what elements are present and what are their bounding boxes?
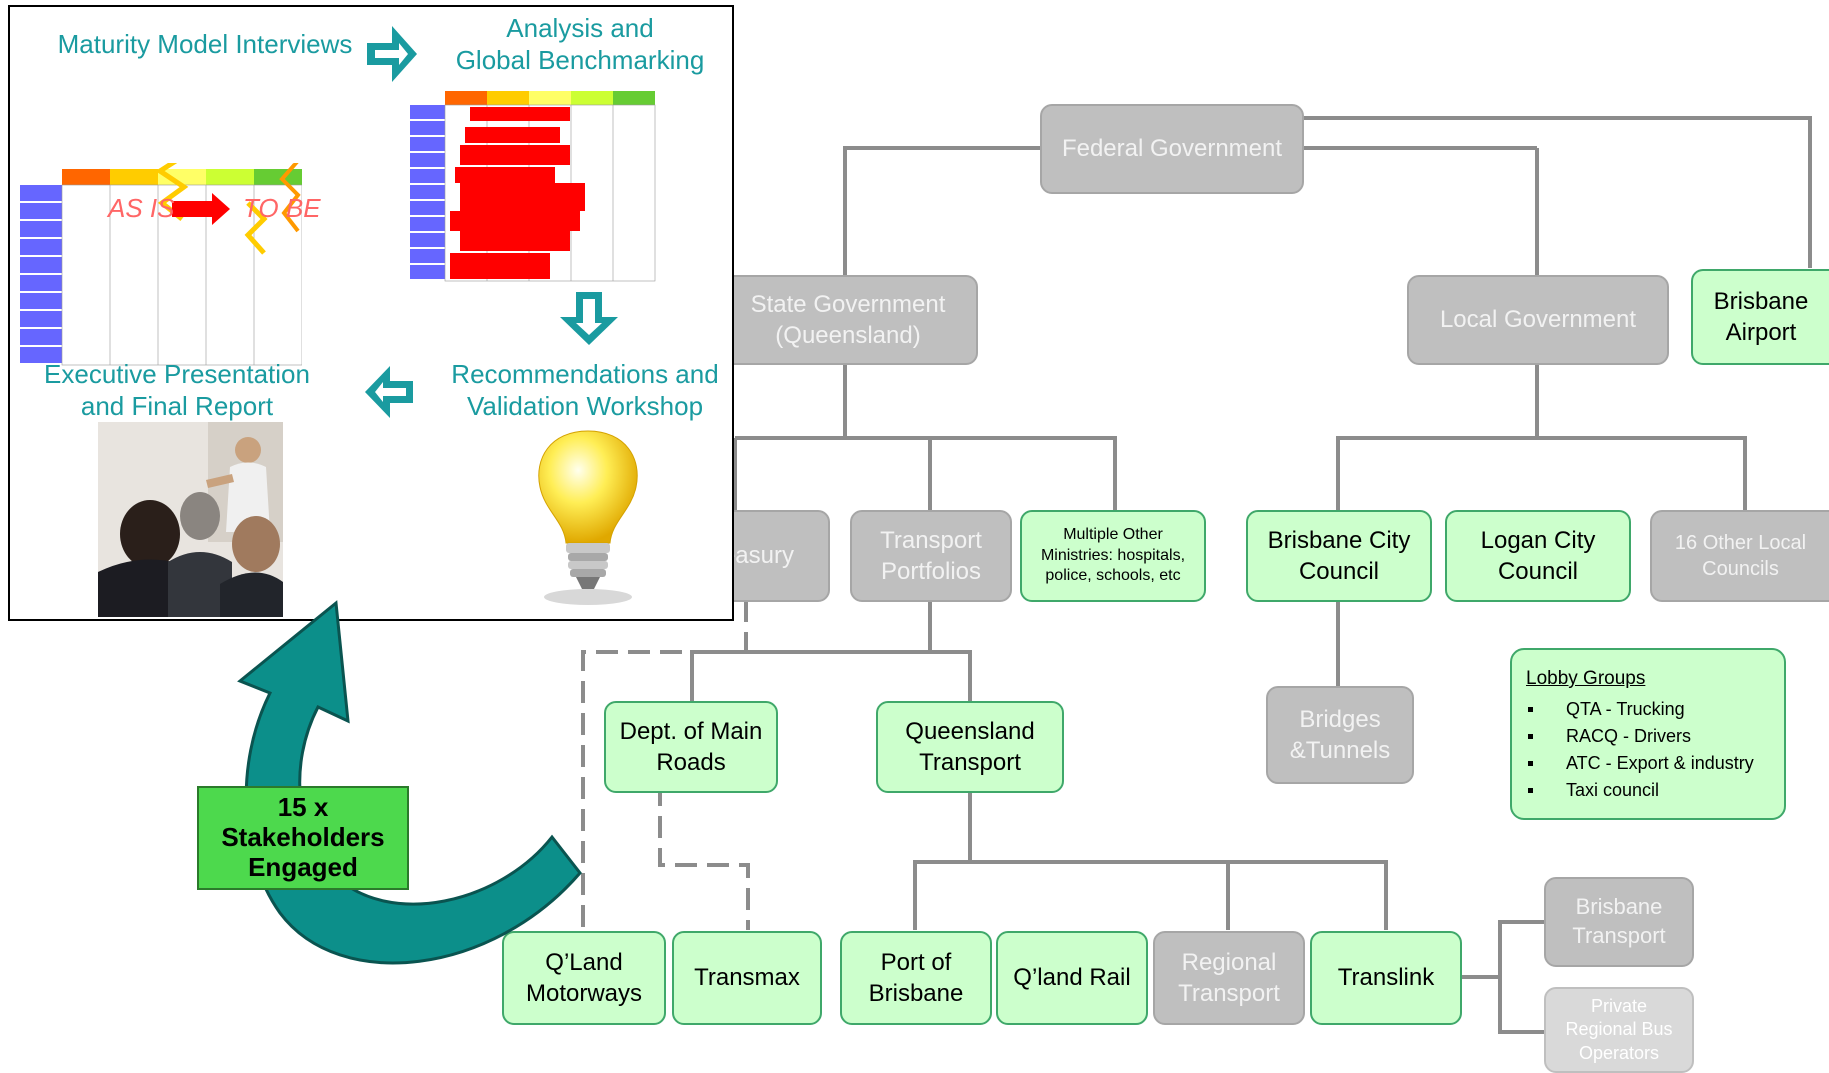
lobby-groups-title: Lobby Groups [1526,668,1646,689]
bridges-tunnels-label-2: &Tunnels [1289,737,1391,764]
private-bus-label-2: Regional Bus [1565,1019,1673,1040]
step-recommendations-line-1: Recommendations and [451,359,719,389]
left-arrow-icon [365,366,413,418]
transport-portfolios-label-2: Portfolios [880,558,982,585]
regional-transport-label-2: Transport [1178,980,1280,1007]
regional-transport-label-1: Regional [1181,948,1277,976]
qland-rail-box: Q’land Rail [996,931,1148,1025]
step-executive-line-2: and Final Report [80,390,274,421]
queensland-transport-label-1: Queensland [905,717,1035,745]
dept-main-roads-box: Dept. of Main Roads [604,701,778,793]
step-maturity-interviews: Maturity Model Interviews [57,29,353,59]
logan-city-council-label-1: Logan City [1480,526,1596,554]
federal-government-label: Federal Government [1061,135,1283,163]
other-ministries-box: Multiple Other Ministries: hospitals, po… [1020,510,1206,602]
qland-motorways-box: Q’Land Motorways [502,931,666,1025]
brisbane-city-council-box: Brisbane City Council [1246,510,1432,602]
down-arrow-icon [560,292,618,345]
logan-city-council-box: Logan City Council [1445,510,1631,602]
transmax-box: Transmax [672,931,822,1025]
stakeholders-line-1: 15 x [277,792,329,823]
step-analysis-line-1: Analysis and [506,13,654,43]
regional-transport-box: Regional Transport [1153,931,1305,1025]
list-item: QTA - Trucking [1526,696,1770,723]
qland-motorways-label-1: Q’Land [545,948,623,976]
lobby-groups-list: QTA - Trucking RACQ - Drivers ATC - Expo… [1526,696,1770,804]
transport-portfolios-label-1: Transport [880,526,982,554]
state-government-label-1: State Government [750,290,946,318]
local-government-box: Local Government [1407,275,1669,365]
stakeholders-engaged-box: 15 x Stakeholders Engaged [197,786,409,890]
step-executive-presentation: Executive Presentation and Final Report [32,359,322,422]
brisbane-transport-box: Brisbane Transport [1544,877,1694,967]
brisbane-airport-box: Brisbane Airport [1691,269,1829,365]
other-ministries-label-3: police, schools, etc [1045,567,1181,585]
brisbane-transport-label-1: Brisbane [1575,894,1663,920]
step-recommendations-workshop: Recommendations and Validation Workshop [440,359,730,422]
other-ministries-label-1: Multiple Other [1063,526,1163,544]
transport-portfolios-box: Transport Portfolios [850,510,1012,602]
right-arrow-icon [367,26,417,82]
private-bus-operators-box: Private Regional Bus Operators [1544,987,1694,1073]
logan-city-council-label-2: Council [1497,558,1579,585]
step-analysis-line-2: Global Benchmarking [455,44,705,75]
step-executive-line-1: Executive Presentation [44,359,310,389]
dept-main-roads-label-1: Dept. of Main [619,717,763,745]
list-item: ATC - Export & industry [1526,750,1770,777]
queensland-transport-label-2: Transport [919,749,1021,776]
benchmark-matrix-thumbnail [410,91,656,282]
queensland-transport-box: Queensland Transport [876,701,1064,793]
maturity-matrix-thumbnail [20,163,302,366]
private-bus-label-1: Private [1590,996,1648,1017]
brisbane-transport-label-2: Transport [1572,923,1666,948]
bridges-tunnels-label-1: Bridges [1299,705,1381,733]
local-government-label: Local Government [1439,306,1637,334]
translink-box: Translink [1310,931,1462,1025]
port-of-brisbane-label-2: Brisbane [868,980,964,1007]
as-is-label: AS IS [108,193,175,223]
list-item: RACQ - Drivers [1526,723,1770,750]
step-analysis-benchmarking: Analysis and Global Benchmarking [440,13,720,76]
lobby-groups-box: Lobby Groups QTA - Trucking RACQ - Drive… [1510,648,1786,820]
other-local-councils-box: 16 Other Local Councils [1650,510,1829,602]
stakeholders-line-3: Engaged [248,851,358,882]
lightbulb-icon [538,430,638,605]
stakeholders-line-2: Stakeholders [221,822,385,853]
qland-motorways-label-2: Motorways [525,980,643,1007]
translink-label: Translink [1337,964,1435,992]
process-overview-panel: Maturity Model Interviews Analysis and G… [8,5,734,621]
brisbane-airport-label-2: Airport [1725,319,1797,346]
to-be-label: TO BE [243,193,321,223]
brisbane-city-council-label-2: Council [1298,558,1380,585]
other-ministries-label-2: Ministries: hospitals, [1040,546,1186,564]
state-government-label-2: (Queensland) [775,322,921,349]
other-local-councils-label-2: Councils [1702,558,1779,580]
brisbane-city-council-label-1: Brisbane City [1267,526,1411,554]
brisbane-airport-label-1: Brisbane [1713,287,1809,315]
state-government-box: State Government (Queensland) [718,275,978,365]
transmax-label: Transmax [694,964,800,992]
private-bus-label-3: Operators [1578,1042,1660,1063]
dept-main-roads-label-2: Roads [656,749,726,776]
federal-government-box: Federal Government [1040,104,1304,194]
port-of-brisbane-label-1: Port of [880,948,952,976]
port-of-brisbane-box: Port of Brisbane [840,931,992,1025]
qland-rail-label: Q’land Rail [1013,964,1131,992]
step-recommendations-line-2: Validation Workshop [466,390,704,421]
other-local-councils-label-1: 16 Other Local [1674,532,1807,554]
list-item: Taxi council [1526,777,1770,804]
meeting-photo [98,422,283,617]
bridges-tunnels-box: Bridges &Tunnels [1266,686,1414,784]
